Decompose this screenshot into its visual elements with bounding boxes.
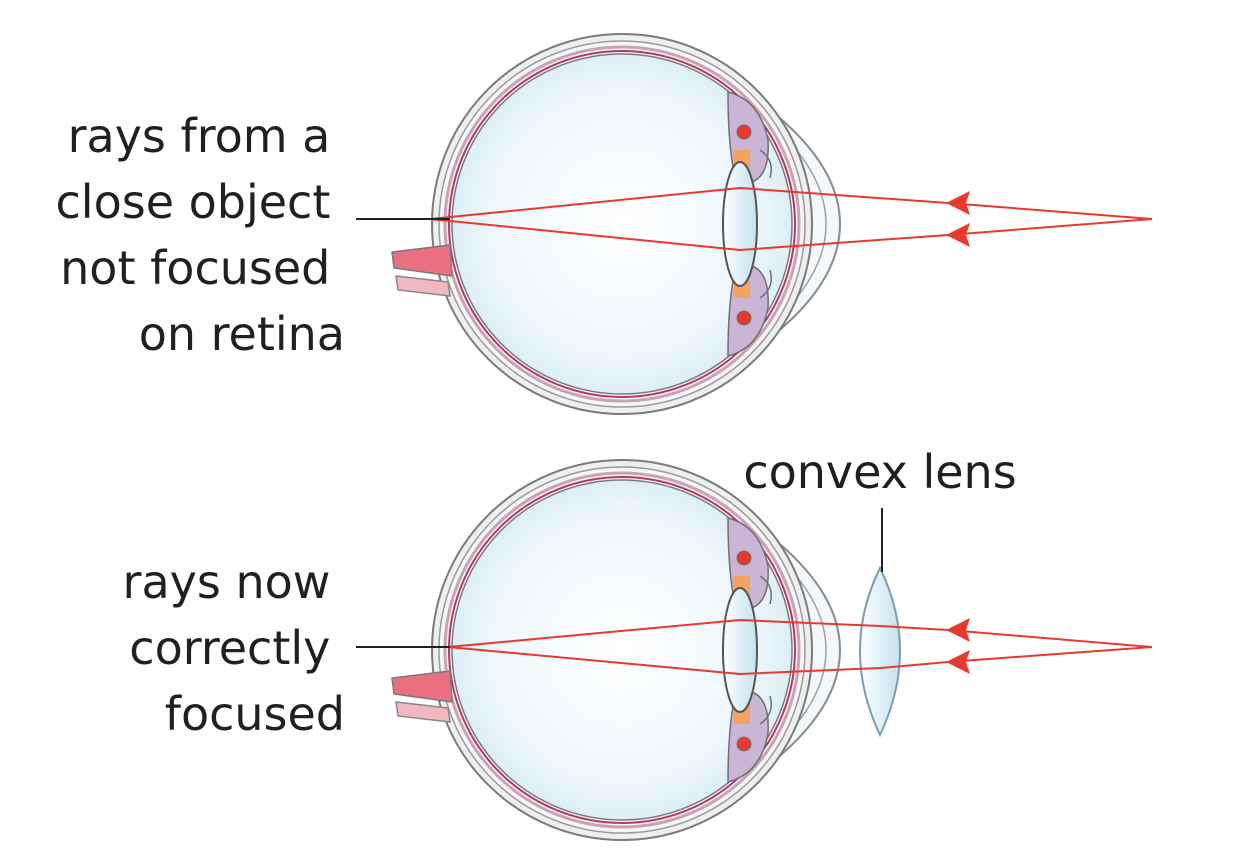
bottom-ray-lower-arrow xyxy=(946,650,970,674)
top-ray-upper-arrow xyxy=(946,191,970,215)
top-ray-upper xyxy=(429,186,1153,220)
top-label-line-2: close object xyxy=(56,175,331,229)
top-ray-lower-arrow xyxy=(946,223,970,247)
light-rays xyxy=(429,186,1153,676)
top-label-line-1: rays from a xyxy=(68,109,331,163)
top-label-line-3: not focused xyxy=(60,241,330,295)
top-ray-lower xyxy=(429,218,1153,252)
top-label-line-4: on retina xyxy=(139,307,345,361)
bottom-eye-icon xyxy=(390,458,842,842)
lens-label: convex lens xyxy=(743,445,1016,499)
top-eye-icon xyxy=(390,32,842,416)
bottom-ray-upper-arrow xyxy=(946,618,970,642)
bottom-ray-lower xyxy=(447,646,1153,676)
bottom-label: rays now correctly focused xyxy=(123,555,345,741)
bottom-label-line-3: focused xyxy=(165,687,345,741)
bottom-label-line-2: correctly xyxy=(129,621,330,675)
top-label: rays from a close object not focused on … xyxy=(56,109,345,361)
bottom-label-line-1: rays now xyxy=(123,555,331,609)
bottom-ray-upper xyxy=(447,618,1153,648)
convex-lens-icon xyxy=(859,565,901,738)
